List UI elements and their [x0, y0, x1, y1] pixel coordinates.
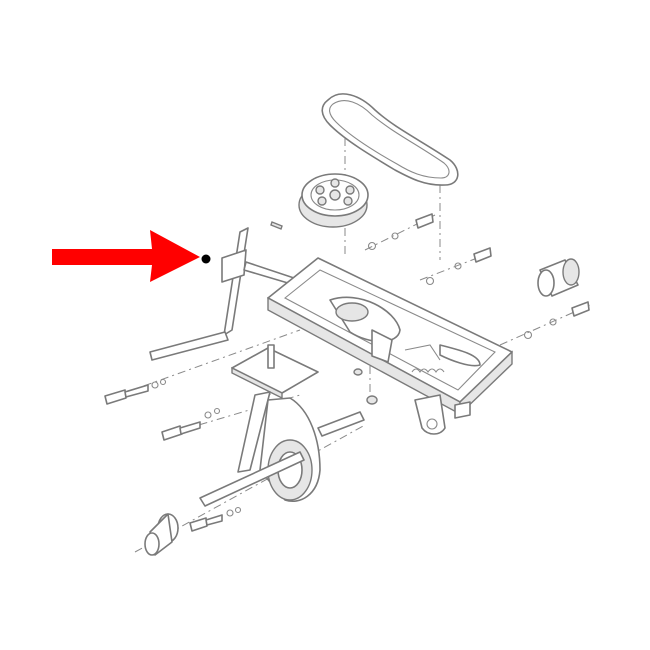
axle-hub	[144, 513, 179, 556]
bolts	[104, 213, 590, 532]
spring	[411, 368, 445, 373]
pulley	[298, 173, 369, 228]
pointer-marker-dot	[201, 254, 211, 264]
drive-belt	[321, 93, 459, 186]
red-arrow-icon	[52, 230, 200, 282]
frame-tray	[267, 257, 513, 435]
bushing	[537, 258, 580, 297]
gearbox	[199, 391, 365, 507]
pin	[270, 221, 283, 230]
handle-bar	[149, 227, 301, 361]
mounting-plate	[231, 344, 319, 400]
